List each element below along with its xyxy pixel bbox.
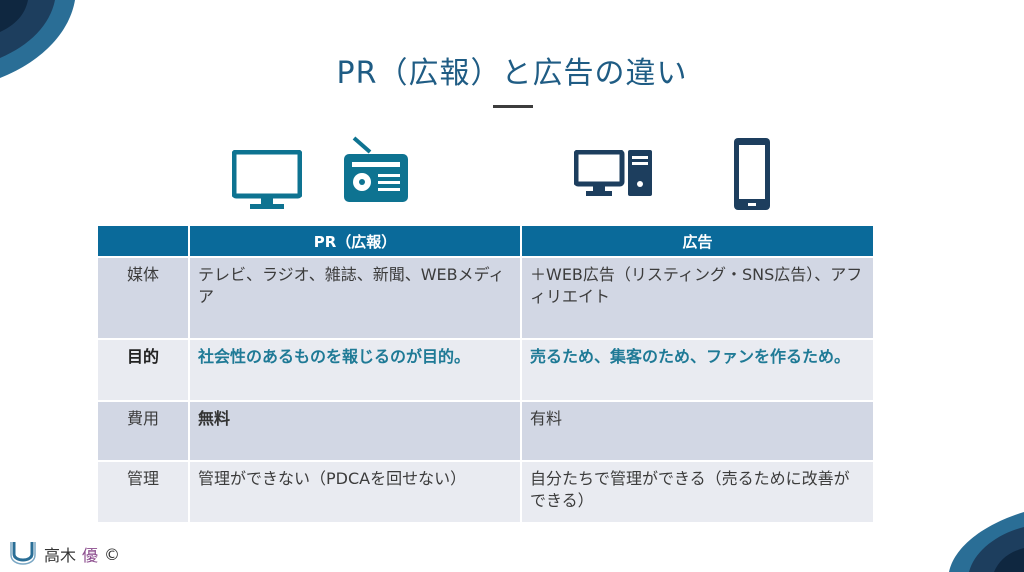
table-row-cost: 費用 無料 有料 [98,402,875,462]
copyright-mark: © [104,544,121,564]
smartphone-icon [734,138,770,210]
monitor-icon [232,150,302,209]
header-pr: PR（広報） [190,226,522,258]
table-row-purpose: 目的 社会性のあるものを報じるのが目的。 売るため、集客のため、ファンを作るため… [98,340,875,402]
author-name-highlight: 優 [82,546,99,565]
corner-decoration-top-left [0,0,75,78]
footer-credit: 高木優 © [8,540,120,568]
corner-decoration-bottom-right [949,512,1024,572]
pr-cell: テレビ、ラジオ、雑誌、新聞、WEBメディア [190,258,522,340]
desktop-pc-icon [574,150,652,196]
author-name: 高木 [44,546,77,565]
ad-cell: 自分たちで管理ができる（売るために改善ができる） [522,462,875,524]
header-blank [98,226,190,258]
row-label: 費用 [98,402,190,462]
ad-cell: 有料 [522,402,875,462]
pr-cell: 無料 [190,402,522,462]
title-underline [493,105,533,108]
table-row-media: 媒体 テレビ、ラジオ、雑誌、新聞、WEBメディア ＋WEB広告（リスティング・S… [98,258,875,340]
ad-cell: 売るため、集客のため、ファンを作るため。 [522,340,875,402]
comparison-table: PR（広報） 広告 媒体 テレビ、ラジオ、雑誌、新聞、WEBメディア ＋WEB広… [98,226,875,524]
ad-cell: ＋WEB広告（リスティング・SNS広告）、アフィリエイト [522,258,875,340]
pr-cell: 管理ができない（PDCAを回せない） [190,462,522,524]
row-label: 媒体 [98,258,190,340]
row-label: 管理 [98,462,190,524]
horseshoe-logo-icon [10,542,36,565]
pr-cell: 社会性のあるものを報じるのが目的。 [190,340,522,402]
row-label: 目的 [98,340,190,402]
header-ad: 広告 [522,226,875,258]
table-row-management: 管理 管理ができない（PDCAを回せない） 自分たちで管理ができる（売るために改… [98,462,875,524]
page-title: PR（広報）と広告の違い [336,56,688,91]
table-header-row: PR（広報） 広告 [98,226,875,258]
radio-icon [344,136,408,202]
